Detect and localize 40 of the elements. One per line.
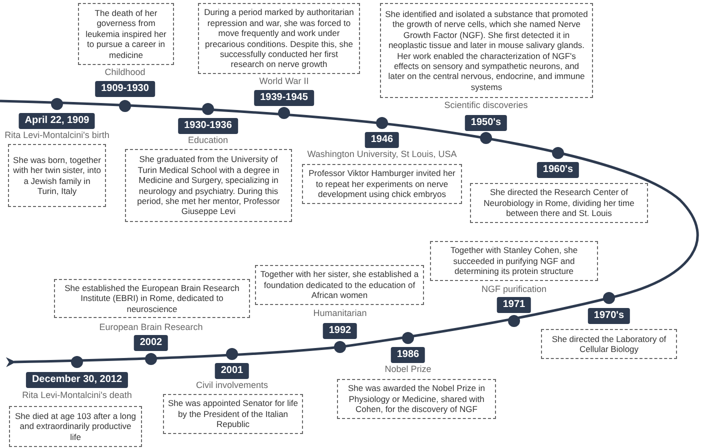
date-badge: 2001 <box>214 363 250 379</box>
event-caption: European Brain Research <box>99 322 203 332</box>
date-badge: December 30, 2012 <box>26 372 128 388</box>
event-caption: Scientific discoveries <box>444 100 528 110</box>
date-badge: 1946 <box>364 132 400 148</box>
date-badge: 1960's <box>536 162 580 178</box>
date-badge: 1950's <box>464 115 508 131</box>
date-badge: 1970's <box>588 308 630 324</box>
event-caption: Civil involvements <box>196 380 268 390</box>
description-box: She died at age 103 after a long and extraordinarily productive life <box>9 406 142 447</box>
description-box: She established the European Brain Research Institute (EBRI) in Rome, dedicated to neuroscience <box>54 279 250 318</box>
description-box: The death of her governess from leukemia inspired her to pursue a career in medicine <box>78 3 174 65</box>
description-box: She was born, together with her twin sister, into a Jewish family in Turin, Italy <box>8 144 106 207</box>
event-caption: Childhood <box>104 67 146 77</box>
date-badge: 1939-1945 <box>254 90 314 106</box>
date-badge: 1909-1930 <box>95 81 155 97</box>
description-box: She identified and isolated a substance that promoted the growth of nerve cells, which she named Nerve Growth Factor (NGF). She first detected it in neoplastic tissue and later in mouse salivary glands. Her work enabled the characterization of NGF's effects on sensory and sympathetic neurons, and later on the central nervous, endocrine, and immune systems <box>380 3 593 98</box>
description-box: Together with her sister, she established a foundation dedicated to the education of African women <box>255 265 424 305</box>
description-box: She directed the Laboratory of Cellular Biology <box>541 329 677 359</box>
event-caption: World War II <box>259 76 309 86</box>
event-caption: Rita Levi-Montalcini's birth <box>4 130 110 140</box>
date-badge: April 22, 1909 <box>18 113 96 129</box>
event-caption: Rita Levi-Montalcini's death <box>22 390 132 400</box>
event-caption: Humanitarian <box>313 308 367 318</box>
date-badge: 1992 <box>322 323 358 339</box>
description-box: She directed the Research Center of Neurobiology in Rome, dividing her time between there and St. Louis <box>470 183 648 223</box>
description-box: Professor Viktor Hamburger invited her to repeat her experiments on nerve development using chick embryos <box>302 164 462 204</box>
date-badge: 1930-1936 <box>178 118 238 134</box>
date-badge: 1971 <box>496 297 532 313</box>
description-box: She graduated from the University of Turin Medical School with a degree in Medicine and Surgery, specializing in neurology and psychiatry. During this period, she met her mentor, Professor Giuseppe Levi <box>125 149 292 222</box>
description-box: She was awarded the Nobel Prize in Physiology or Medicine, shared with Cohen, for the discovery of NGF <box>337 379 496 419</box>
description-box: She was appointed Senator for life by the President of the Italian Republic <box>163 394 303 434</box>
event-caption: Education <box>188 135 228 145</box>
event-caption: Washington University, St Louis, USA <box>307 149 457 159</box>
date-badge: 2002 <box>134 335 168 351</box>
event-caption: Nobel Prize <box>384 364 432 374</box>
event-caption: NGF purification <box>481 284 547 294</box>
description-box: During a period marked by authoritarian repression and war, she was forced to move frequently and work under precarious conditions. Despite this, she successfully conducted her first research on nerve growth <box>198 3 360 74</box>
date-badge: 1986 <box>390 347 426 363</box>
description-box: Together with Stanley Cohen, she succeeded in purifying NGF and determining its protein structure <box>430 241 598 281</box>
